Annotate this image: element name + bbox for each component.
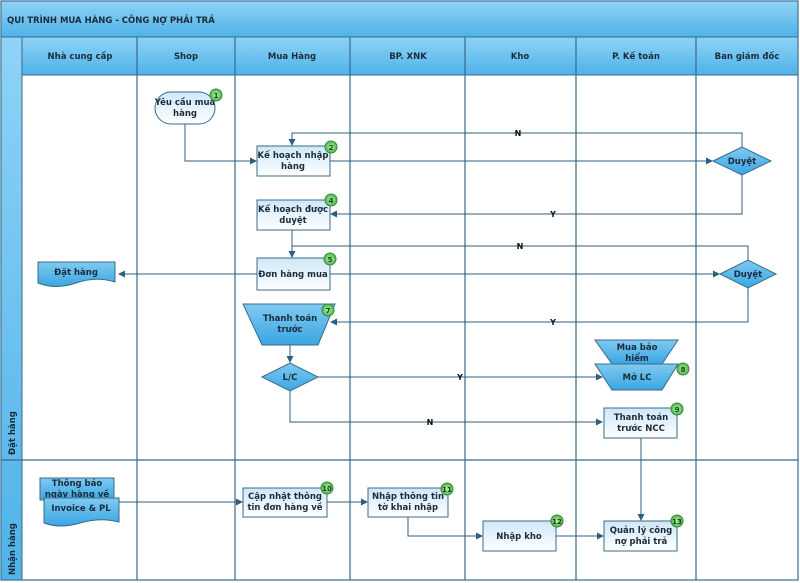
node-text: trước xyxy=(277,324,302,335)
node-text: duyệt xyxy=(279,216,307,226)
step-badge xyxy=(321,303,335,317)
edge-label-no: N xyxy=(517,242,524,251)
column-header-row xyxy=(21,36,799,76)
decision-lc[interactable]: L/C xyxy=(260,362,320,392)
column-header-management: Ban giám đốc xyxy=(715,51,780,62)
node-text: L/C xyxy=(283,373,298,383)
decision-approve-order[interactable]: Duyệt xyxy=(718,259,778,289)
node-text: Invoice & PL xyxy=(51,504,111,514)
step-number: 11 xyxy=(442,486,452,494)
step-number: 13 xyxy=(672,518,682,526)
step-badge xyxy=(670,402,684,416)
node-text: Kế hoạch nhập xyxy=(258,150,329,161)
step-number: 10 xyxy=(322,485,332,493)
node-text: Yêu cầu mua xyxy=(154,97,216,108)
step-badge xyxy=(676,362,690,376)
step-badge xyxy=(323,252,337,266)
step-badge xyxy=(209,88,223,102)
step-number: 12 xyxy=(552,518,562,526)
step-number: 1 xyxy=(214,92,219,100)
step-number: 8 xyxy=(681,366,686,374)
node-text: Thanh toán xyxy=(614,413,668,423)
lane-label-ordering: Đặt hàng xyxy=(8,411,18,455)
column-header-shop: Shop xyxy=(174,52,198,62)
node-text: tin đơn hàng về xyxy=(247,502,322,513)
edge-label-yes: Y xyxy=(549,210,556,219)
column-header-warehouse: Kho xyxy=(511,52,530,62)
step-badge xyxy=(670,514,684,528)
node-text: Cập nhật thông xyxy=(248,491,322,502)
column-header-xnk: BP. XNK xyxy=(389,52,427,62)
node-text: Duyệt xyxy=(734,270,762,280)
node-text: Mở LC xyxy=(623,372,652,383)
step-badge xyxy=(320,481,334,495)
node-purchase-order[interactable]: Đơn hàng mua 5 xyxy=(256,252,337,291)
edge-label-yes: Y xyxy=(549,318,556,327)
step-number: 5 xyxy=(328,256,333,264)
edge-label-no: N xyxy=(427,418,434,427)
node-text: nợ phải trả xyxy=(615,536,668,547)
decision-approve-plan[interactable]: Duyệt xyxy=(711,146,773,176)
node-text: Kế hoạch được xyxy=(258,204,328,215)
document-invoice-pl[interactable]: Invoice & PL xyxy=(43,497,120,527)
node-text: Thông báo xyxy=(52,478,103,489)
node-text: Thanh toán xyxy=(263,314,317,324)
connectors xyxy=(118,124,749,540)
node-text: Mua bảo xyxy=(617,342,658,353)
node-text: Duyệt xyxy=(728,157,756,167)
document-place-order[interactable]: Đặt hàng xyxy=(37,261,116,287)
step-number: 7 xyxy=(326,307,331,315)
edge-label-no: N xyxy=(515,129,522,138)
diagram-title: QUI TRÌNH MUA HÀNG - CÔNG NỢ PHẢI TRẢ xyxy=(7,14,215,26)
step-number: 9 xyxy=(675,406,680,414)
column-header-supplier: Nhà cung cấp xyxy=(48,51,113,62)
step-badge xyxy=(550,514,564,528)
lane-label-receiving: Nhận hàng xyxy=(8,523,18,575)
node-text: Đơn hàng mua xyxy=(258,270,328,280)
node-text: hàng xyxy=(281,162,305,172)
node-open-lc[interactable]: Mở LC 8 xyxy=(594,362,690,391)
node-text: hiểm xyxy=(625,352,649,364)
node-warehouse-receipt[interactable]: Nhập kho 12 xyxy=(482,514,564,552)
column-header-purchasing: Mua Hàng xyxy=(268,52,316,62)
node-text: Nhập kho xyxy=(496,532,542,542)
step-number: 4 xyxy=(329,197,334,205)
node-text: trước NCC xyxy=(617,423,665,434)
column-dividers xyxy=(1,37,798,580)
step-badge xyxy=(324,193,338,207)
node-text: Nhập thông tin xyxy=(372,491,444,502)
step-badge xyxy=(440,482,454,496)
step-number: 2 xyxy=(329,144,334,152)
edge-label-yes: Y xyxy=(456,373,463,382)
node-text: Đặt hàng xyxy=(54,268,98,278)
node-text: Quản lý công xyxy=(610,525,672,536)
step-badge xyxy=(324,140,338,154)
node-text: hàng xyxy=(173,109,197,119)
node-text: tờ khai nhập xyxy=(378,502,438,513)
node-text: ngày hàng về xyxy=(45,489,110,500)
column-header-accounting: P. Kế toán xyxy=(612,51,660,62)
lane-strip xyxy=(0,36,23,581)
